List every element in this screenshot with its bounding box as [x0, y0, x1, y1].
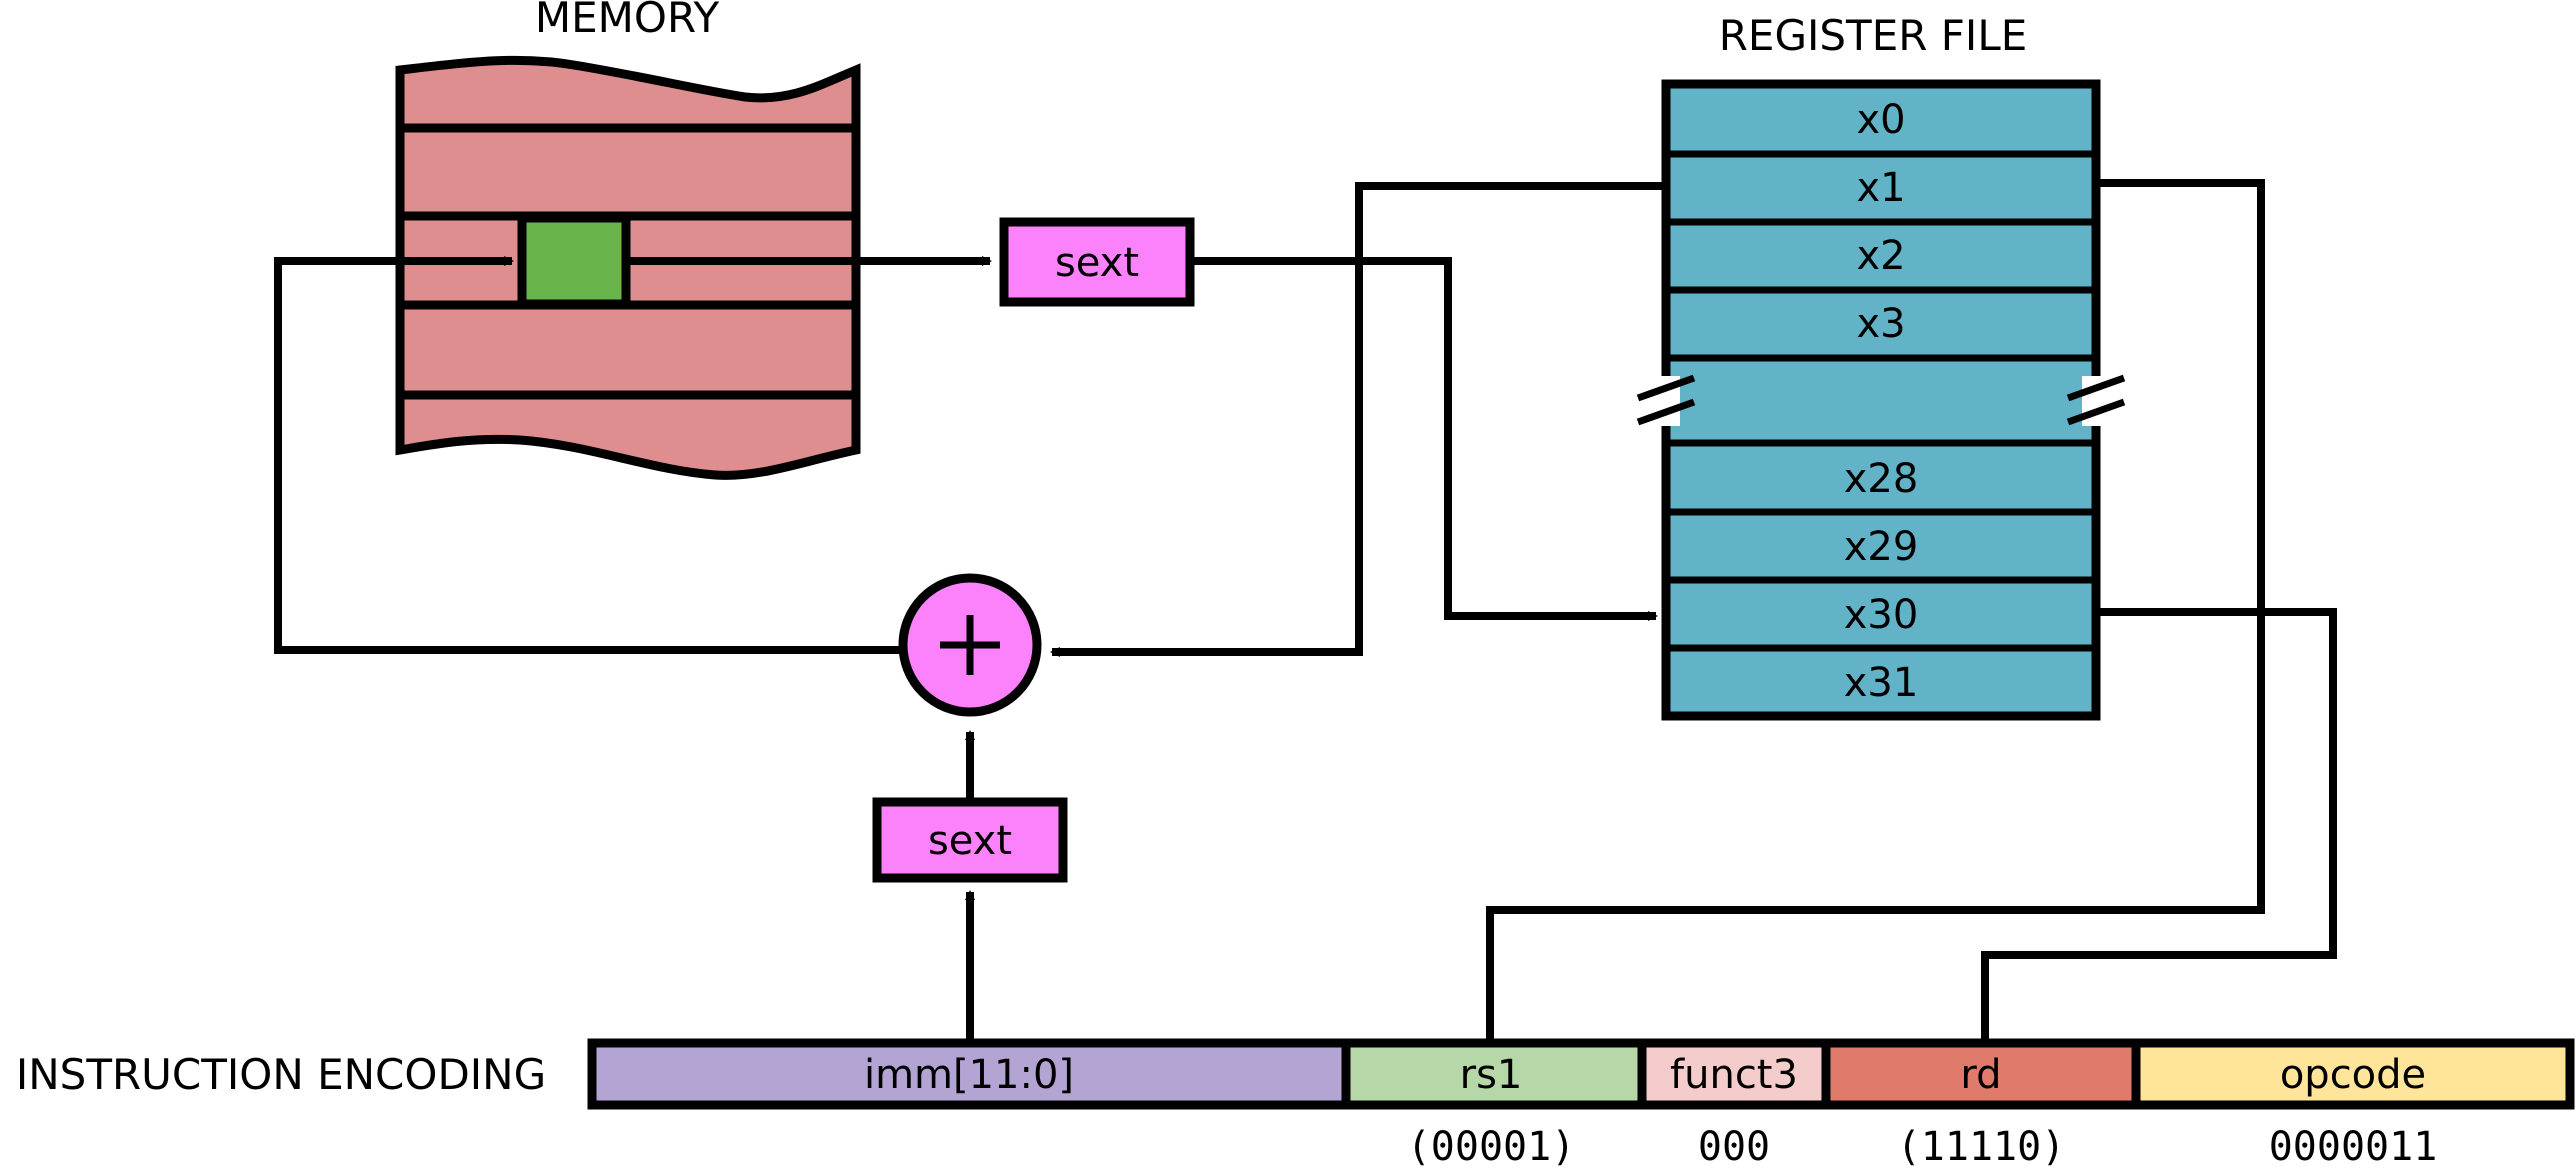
register-label: x29: [1844, 524, 1919, 570]
adder: [898, 573, 1042, 717]
field-value: (00001): [1407, 1124, 1576, 1170]
base-register-wire: [1050, 182, 1666, 657]
instruction-encoding: imm[11:0] rs1 funct3 rd opcode (00001) 0…: [587, 1038, 2575, 1170]
register-file-label: REGISTER FILE: [1719, 11, 2028, 60]
register-label: x0: [1856, 97, 1905, 143]
break-mark-icon: [1636, 374, 1696, 426]
field-name: imm[11:0]: [864, 1052, 1074, 1098]
instruction-encoding-label: INSTRUCTION ENCODING: [16, 1050, 546, 1099]
field-value: 0000011: [2269, 1124, 2438, 1170]
register-label: x3: [1856, 301, 1905, 347]
address-wire: [274, 256, 902, 654]
memory-label: MEMORY: [535, 0, 720, 42]
sext-label: sext: [1055, 240, 1139, 286]
field-value: (11110): [1897, 1124, 2066, 1170]
register-label: x2: [1856, 233, 1905, 279]
writeback-wire: [1190, 257, 1658, 621]
field-imm: [587, 1038, 1351, 1110]
break-mark-icon: [2066, 374, 2126, 426]
memory-target-cell: [517, 213, 631, 309]
rd-select-wire: [1981, 608, 2337, 1040]
register-label: x1: [1856, 165, 1905, 211]
field-opcode: [2131, 1038, 2575, 1110]
field-name: opcode: [2280, 1052, 2426, 1098]
register-label: x28: [1844, 456, 1919, 502]
register-label: x31: [1844, 660, 1919, 706]
field-value: 000: [1698, 1124, 1770, 1170]
register-label: x30: [1844, 592, 1919, 638]
sign-extend-unit-top: sext: [999, 217, 1195, 307]
rs1-select-wire: [1486, 179, 2265, 1040]
memory-block: [395, 55, 861, 480]
field-name: funct3: [1670, 1052, 1798, 1098]
field-name: rd: [1960, 1052, 2001, 1098]
register-file: x0 x1 x2 x3 x28 x29 x30 x31: [1636, 79, 2126, 721]
sign-extend-unit-bottom: sext: [872, 797, 1068, 883]
sext-label: sext: [928, 818, 1012, 864]
field-name: rs1: [1460, 1052, 1523, 1098]
